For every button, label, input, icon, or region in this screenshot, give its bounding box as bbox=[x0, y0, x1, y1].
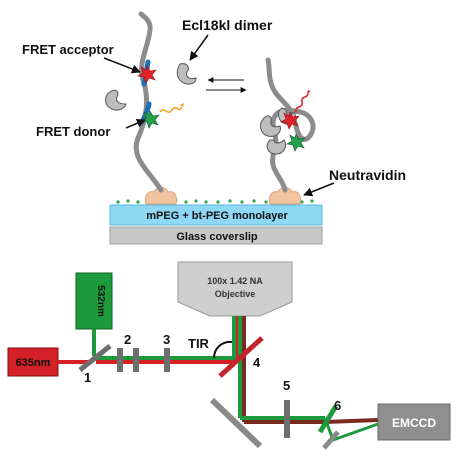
tir-label: TIR bbox=[188, 336, 210, 351]
fret-acceptor-arrow bbox=[103, 57, 141, 74]
optic-1-dichroic bbox=[78, 344, 112, 372]
fret-acceptor-star-right bbox=[280, 111, 300, 130]
fret-acceptor-label: FRET acceptor bbox=[22, 42, 114, 57]
optic-2-b bbox=[133, 348, 139, 372]
fret-acceptor-star-left bbox=[137, 65, 157, 84]
emccd-camera bbox=[377, 403, 451, 441]
acceptor-emission-arrowhead bbox=[307, 90, 311, 93]
tir-arc bbox=[212, 340, 233, 359]
acceptor-emission-wave bbox=[295, 92, 309, 113]
coverslip-layer bbox=[109, 226, 323, 245]
ecl18kl-arrow bbox=[189, 34, 209, 61]
objective-label-line2: Objective bbox=[215, 289, 256, 299]
coverslip-label: Glass coverslip bbox=[176, 231, 258, 243]
emccd-label: EMCCD bbox=[392, 416, 436, 430]
optic-number-3: 3 bbox=[163, 332, 170, 347]
ecl18kl-protein-a bbox=[176, 63, 197, 85]
monolayer-label: mPEG + bt-PEG monolayer bbox=[146, 210, 288, 222]
laser-635-box bbox=[7, 347, 59, 377]
ecl18kl-dimer-label: Ecl18kl dimer bbox=[182, 17, 273, 33]
objective-lens bbox=[177, 261, 293, 317]
fret-donor-label: FRET donor bbox=[36, 124, 110, 139]
optic-number-2: 2 bbox=[124, 332, 131, 347]
neutravidin-label: Neutravidin bbox=[329, 167, 406, 183]
optic-number-5: 5 bbox=[283, 378, 290, 393]
ecl18kl-bound-a bbox=[260, 115, 281, 137]
laser-532-box bbox=[75, 272, 113, 330]
fret-donor-star-left bbox=[140, 110, 160, 129]
neutravidin-arrow bbox=[303, 182, 335, 197]
optic-number-4: 4 bbox=[253, 355, 261, 370]
laser-532-label: 532nm bbox=[95, 285, 106, 317]
fret-donor-star-right bbox=[286, 133, 306, 152]
biotin-dots bbox=[116, 198, 314, 204]
objective-label-line1: 100x 1.42 NA bbox=[207, 276, 263, 286]
optic-2-a bbox=[117, 348, 123, 372]
donor-emission-arrowhead bbox=[180, 103, 184, 107]
optic-6-mirror bbox=[322, 430, 340, 450]
optic-4-dichroic bbox=[218, 336, 264, 378]
ecl18kl-protein-b bbox=[105, 89, 127, 111]
ecl18kl-bound-b bbox=[266, 139, 287, 155]
optic-5 bbox=[284, 400, 290, 438]
monolayer-layer bbox=[109, 204, 323, 226]
optic-3 bbox=[164, 348, 170, 372]
donor-emission-wave bbox=[159, 106, 183, 114]
laser-635-label: 635nm bbox=[16, 357, 51, 369]
optic-number-6: 6 bbox=[334, 398, 341, 413]
fret-donor-arrow bbox=[125, 118, 146, 129]
optic-number-1: 1 bbox=[84, 370, 91, 385]
beam-ccd-green-diag bbox=[332, 422, 379, 442]
optic-mirror-lower bbox=[209, 397, 263, 449]
beam-ccd-red bbox=[324, 418, 379, 424]
optic-6-dichroic bbox=[317, 404, 339, 434]
